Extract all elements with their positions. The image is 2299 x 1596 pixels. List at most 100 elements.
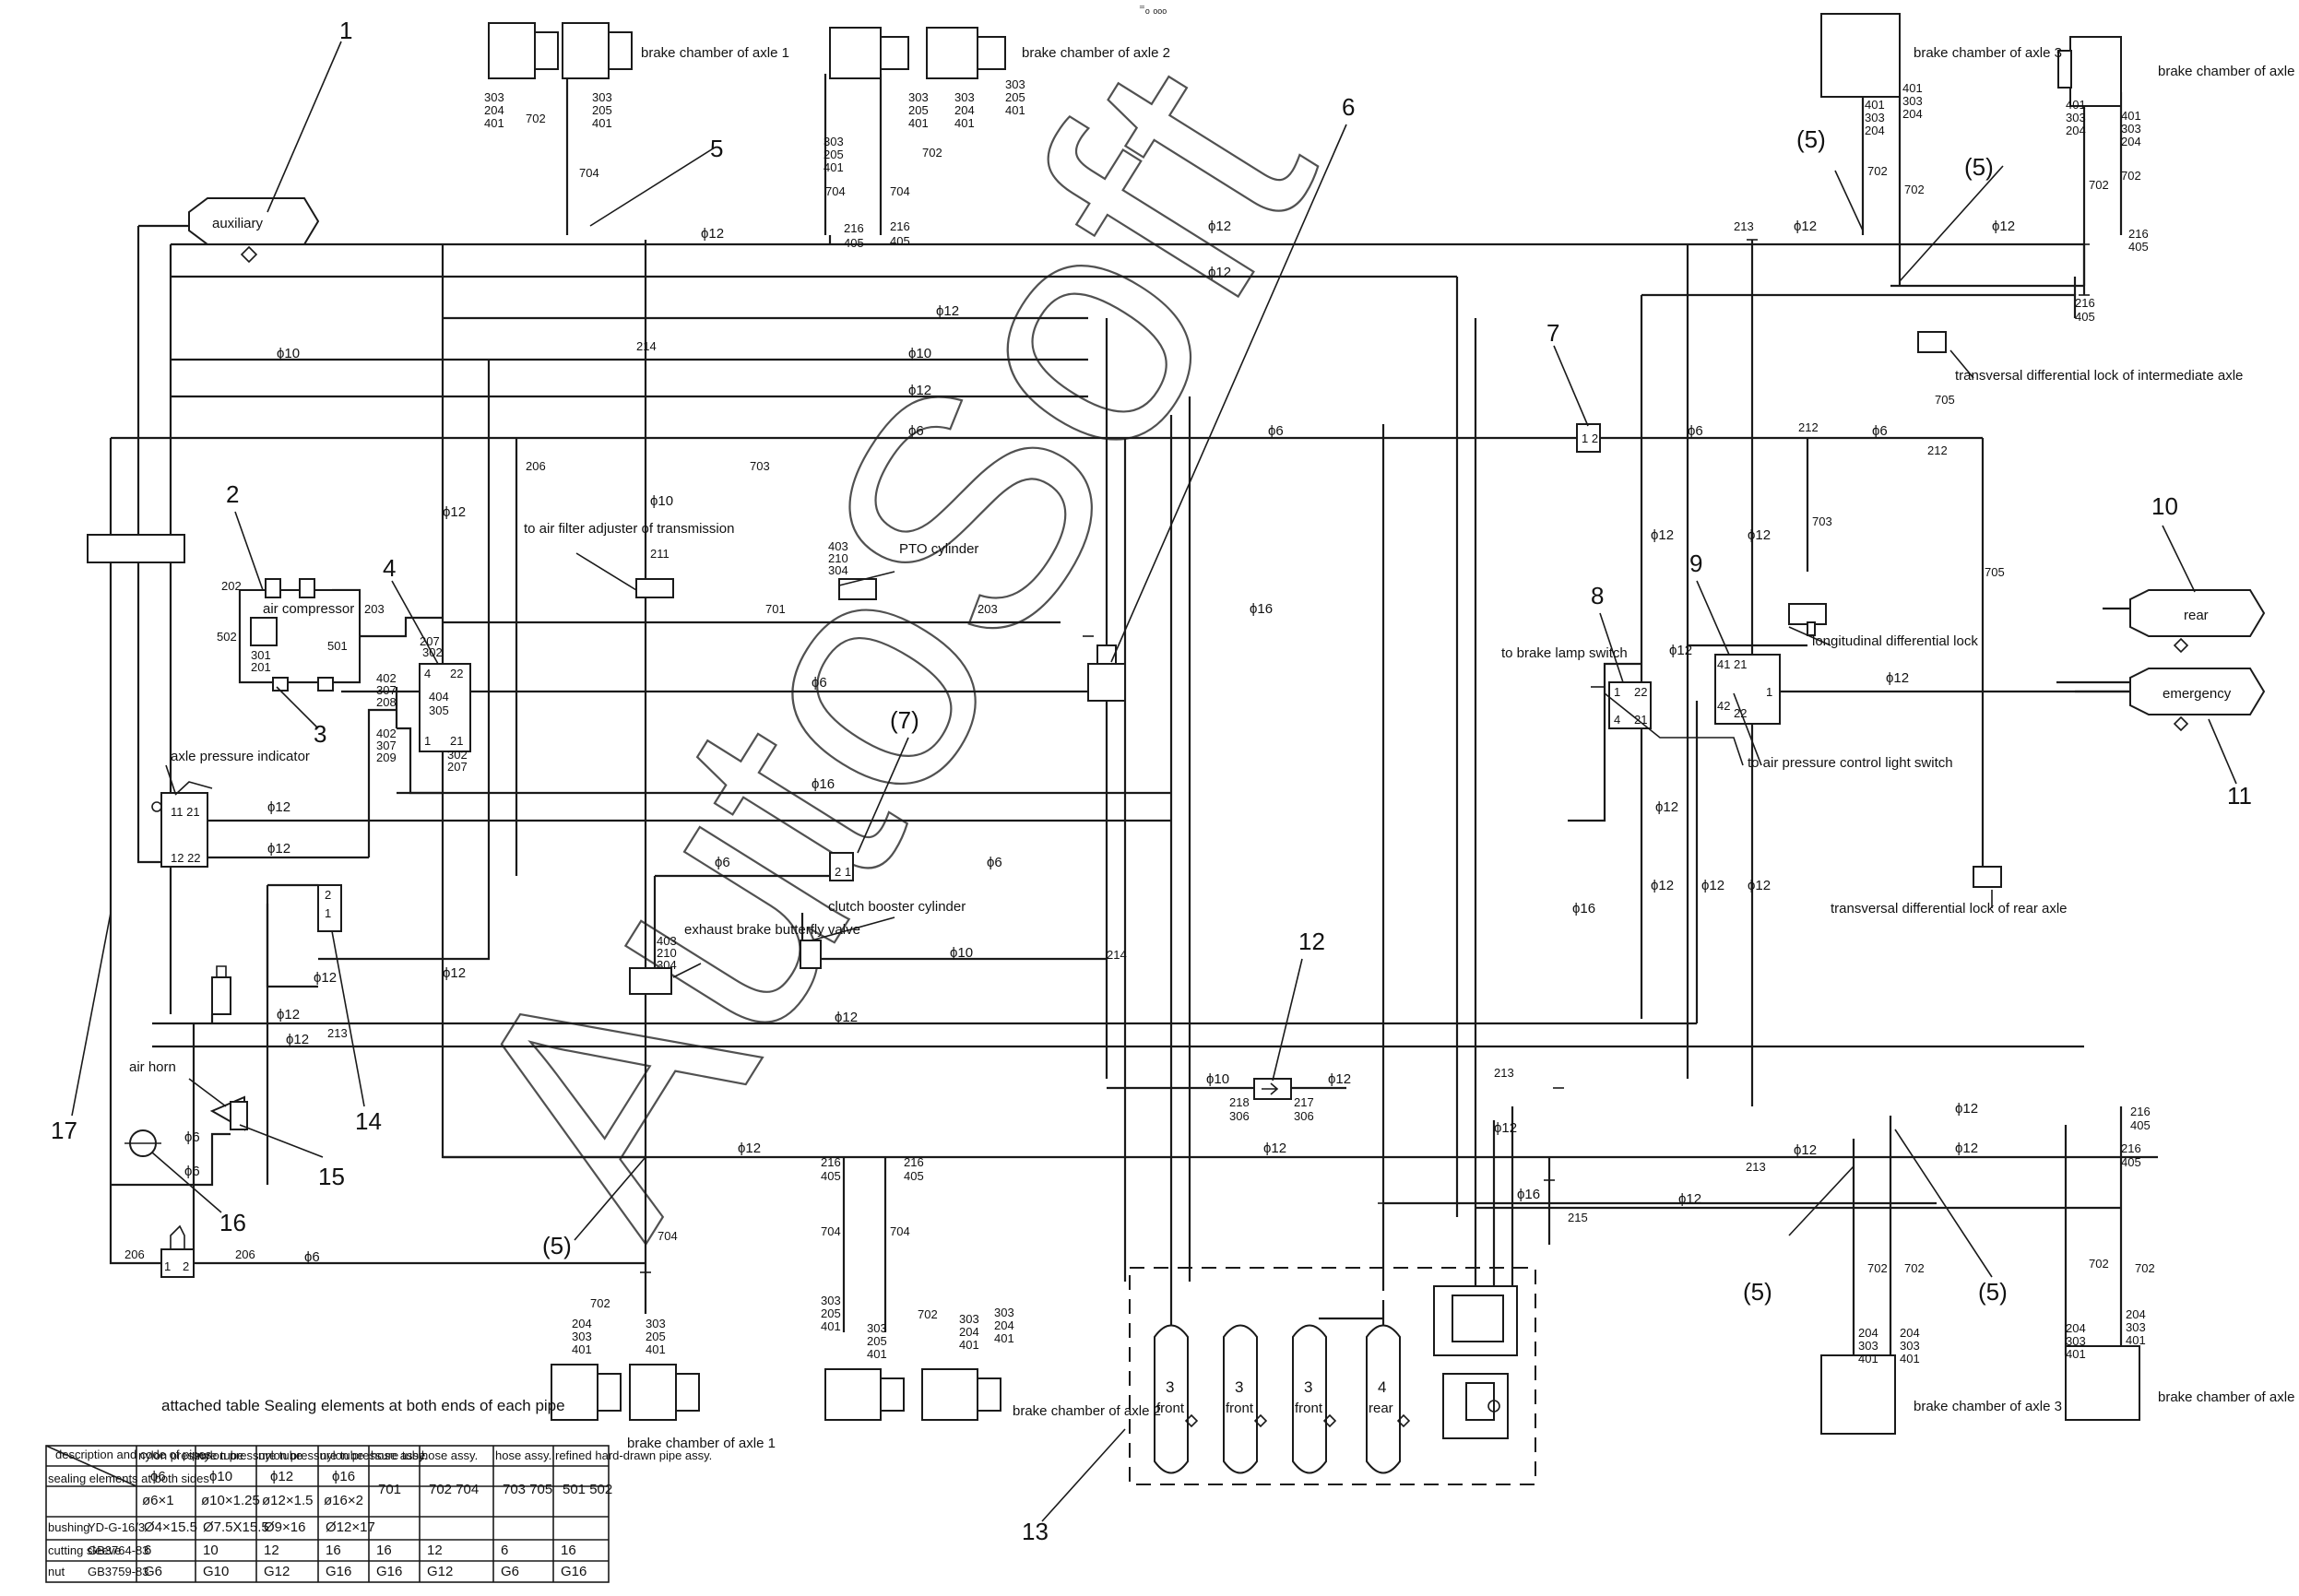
seal-code: 204 [2066,1321,2086,1335]
pipe-diameter: ϕ12 [1651,527,1674,543]
seal-code: 204 [954,103,975,117]
pipe-diameter: ϕ12 [1794,1142,1817,1158]
pipe-code: 201 [251,660,271,674]
svg-text:22: 22 [1634,685,1647,699]
filter-adjuster-label: to air filter adjuster of transmission [524,521,734,537]
pipe-code: 702 [918,1307,938,1321]
seal-code: 401 [867,1347,887,1361]
trans-lock-rear-label: transversal differential lock of rear ax… [1831,901,2068,916]
pipe-diameter: ϕ12 [1208,219,1231,234]
callout-5-paren-a: (5) [542,1232,572,1259]
pipe-code: 215 [1568,1211,1588,1224]
brake-chamber-axle-3-top [1820,13,1901,98]
axle-pressure-label: axle pressure indicator [171,749,310,764]
svg-text:404: 404 [429,690,449,703]
table-dim: ø10×1.25 [201,1493,260,1508]
pipe-code: 206 [124,1247,145,1261]
rear-label: rear [2184,608,2209,623]
seal-code: 303 [821,1294,841,1307]
pipe-code: 216 [890,219,910,233]
table-frame [45,1445,610,1583]
pipe-code: 405 [2128,240,2149,254]
svg-text:21: 21 [1734,657,1747,671]
pipe-diameter: ϕ12 [835,1010,858,1025]
pipe-code: 210 [828,551,848,565]
trans-lock-intermediate-label: transversal differential lock of interme… [1955,368,2243,384]
svg-text:2: 2 [325,888,331,902]
seal-code: 401 [1900,1352,1920,1365]
pipe-code: 216 [904,1155,924,1169]
pipe-code: 206 [235,1247,255,1261]
pipe-diameter: ϕ10 [650,493,673,509]
pipe-code: 217 [1294,1095,1314,1109]
pipe-code: 405 [904,1169,924,1183]
pipe-code: 705 [1985,565,2005,579]
pressure-regulator-block [87,534,185,563]
table-title: attached table Sealing elements at both … [161,1397,565,1414]
pipe-code: 214 [1107,948,1127,962]
seal-code: 303 [994,1306,1014,1319]
pipe-code: 702 [2121,169,2141,183]
pipe-code: 405 [2121,1155,2141,1169]
seal-code: 205 [1005,90,1025,104]
svg-text:22: 22 [450,667,463,680]
table-group-header: refined hard-drawn pipe assy. [555,1448,712,1462]
seal-code: 401 [592,116,612,130]
seal-table: attached table Sealing elements at both … [45,1397,712,1583]
seal-code: 303 [1865,111,1885,124]
pipe-code: 216 [2075,296,2095,310]
pipe-diameter: ϕ12 [701,226,724,242]
table-row-std: GB3759-83 [88,1565,149,1578]
valve-9: 21 41 1 42 22 [1714,654,1781,725]
pipe-diameter: ϕ12 [908,383,931,398]
svg-text:1: 1 [325,906,331,920]
pipe-code: 216 [821,1155,841,1169]
table-corner-top: description and code of pipes [55,1448,212,1461]
pipe-diameter: ϕ10 [1206,1071,1229,1087]
seal-code: 401 [824,160,844,174]
table-hose-code: 702 704 [429,1482,479,1497]
table-cell: Ø9×16 [264,1519,305,1535]
pipe-diameter: ϕ12 [267,841,290,857]
seal-code: 401 [2126,1333,2146,1347]
seal-code: 401 [994,1331,1014,1345]
seal-code: 401 [484,116,504,130]
pipe-code: 702 [2135,1261,2155,1275]
seal-code: 401 [821,1319,841,1333]
pipe-code: 701 [765,602,786,616]
table-group-header: nylon pressure tube [320,1448,425,1462]
svg-text:305: 305 [429,703,449,717]
pipe-diameter: ϕ12 [1955,1141,1978,1156]
pipe-code: 402 [376,671,397,685]
pipe-diameter: ϕ12 [1701,878,1724,893]
table-size: ϕ16 [332,1469,355,1484]
pipe-diameter: ϕ10 [950,945,973,961]
table-size: ϕ6 [150,1469,166,1484]
relay-valve-14: 2 1 [317,884,342,932]
pipe-code: 703 [750,459,770,473]
pipe-code: 405 [844,236,864,250]
pipe-code: 704 [825,184,846,198]
valve-8: 1 22 4 21 [1608,681,1652,729]
pipe-code: 207 [447,760,468,774]
table-cell: Ø7.5X15.5 [203,1519,269,1535]
pipe-code: 306 [1229,1109,1250,1123]
horn-valve-16 [124,1129,161,1157]
seal-code: 204 [1858,1326,1878,1340]
pipe-code: 403 [657,934,677,948]
pipe-diameter: ϕ12 [286,1032,309,1047]
seal-code: 204 [2121,135,2141,148]
callout-1: 1 [339,17,352,44]
pipe-diameter: ϕ6 [908,423,924,439]
valve-7-left: 2 1 [829,852,854,881]
pipe-code: 704 [890,184,910,198]
pipe-code: 301 [251,648,271,662]
seal-code: 204 [1865,124,1885,137]
pipe-diameter: ϕ12 [1208,265,1231,280]
table-group-header: nylon pressure tube [258,1448,363,1462]
svg-text:1: 1 [424,734,431,748]
clutch-booster-label: clutch booster cylinder [828,899,966,915]
tank-name: rear [1369,1401,1393,1416]
callout-15: 15 [318,1163,345,1190]
